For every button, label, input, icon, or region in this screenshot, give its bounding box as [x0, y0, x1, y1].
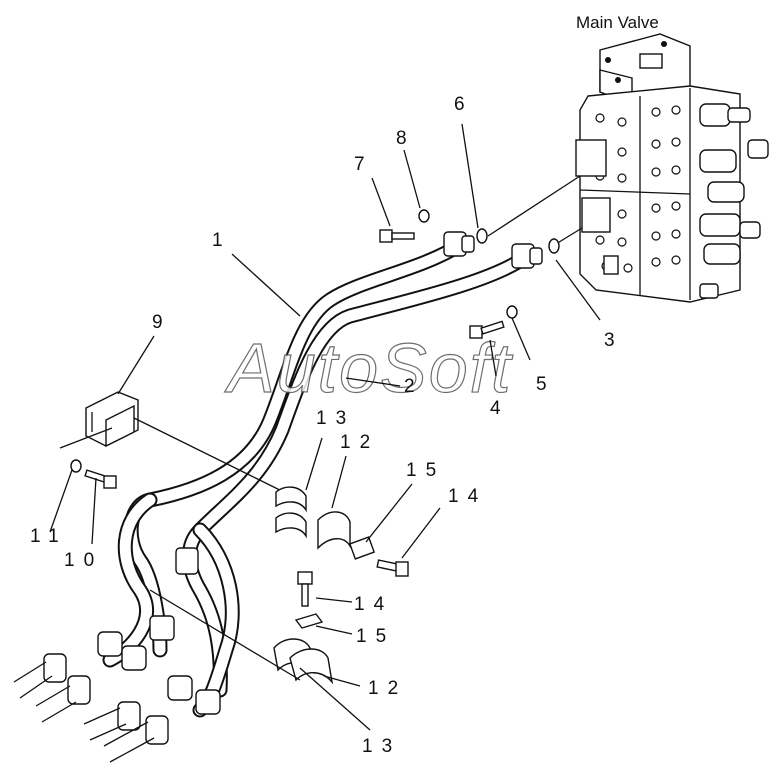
washer-15-lower — [294, 613, 324, 629]
callout-14-upper: 14 — [448, 486, 487, 507]
main-valve-title: Main Valve — [576, 13, 659, 32]
bolt-10 — [84, 469, 117, 489]
callout-leaders — [49, 123, 601, 731]
callout-1: 1 — [212, 230, 223, 251]
leader-line — [133, 417, 301, 501]
clamp-12-13-lower — [273, 638, 334, 685]
callout-2: 2 — [404, 376, 415, 397]
washer-15-upper — [348, 536, 376, 560]
o-ring-6 — [476, 228, 488, 244]
leader-line — [555, 227, 583, 245]
o-ring-3 — [548, 238, 560, 254]
washer-8 — [418, 209, 430, 223]
callout-9: 9 — [152, 312, 163, 333]
callout-3: 3 — [604, 330, 615, 351]
bolt-14-lower — [297, 571, 313, 607]
callout-labels: 1 2 3 4 5 6 7 8 9 10 11 12 12 13 13 14 1… — [30, 94, 615, 757]
leader-line — [149, 589, 301, 681]
bolt-4 — [469, 320, 505, 339]
washer-11 — [70, 459, 82, 473]
callout-14-lower: 14 — [354, 594, 393, 615]
callout-15-upper: 15 — [406, 460, 445, 481]
bolt-14-upper — [376, 559, 409, 577]
hose-fitting-lower — [511, 243, 543, 269]
callout-8: 8 — [396, 128, 407, 149]
leader-line — [487, 175, 581, 237]
callout-6: 6 — [454, 94, 465, 115]
external-hoses — [13, 661, 155, 763]
clamp-13-upper — [275, 486, 307, 539]
lower-flange-fittings — [43, 631, 221, 745]
callout-5: 5 — [536, 374, 547, 395]
hose-assembly-1 — [102, 238, 532, 718]
callout-13-lower: 13 — [362, 736, 401, 757]
callout-7: 7 — [354, 154, 365, 175]
hose-fitting-upper — [443, 231, 475, 257]
callout-11: 11 — [30, 526, 68, 547]
callout-12-lower: 12 — [368, 678, 407, 699]
watermark-text: AutoSoft — [224, 329, 513, 407]
washer-5 — [506, 305, 518, 319]
leader-line — [59, 427, 113, 449]
callout-10: 10 — [64, 550, 103, 571]
callout-15-lower: 15 — [356, 626, 395, 647]
hose-clamp-center — [149, 547, 199, 641]
main-valve-body — [575, 33, 769, 303]
bracket-9 — [85, 391, 139, 448]
clamp-12-upper — [317, 511, 351, 550]
callout-12-upper: 12 — [340, 432, 379, 453]
callout-4: 4 — [490, 398, 501, 419]
bolt-7 — [379, 229, 415, 243]
callout-13-upper: 13 — [316, 408, 355, 429]
